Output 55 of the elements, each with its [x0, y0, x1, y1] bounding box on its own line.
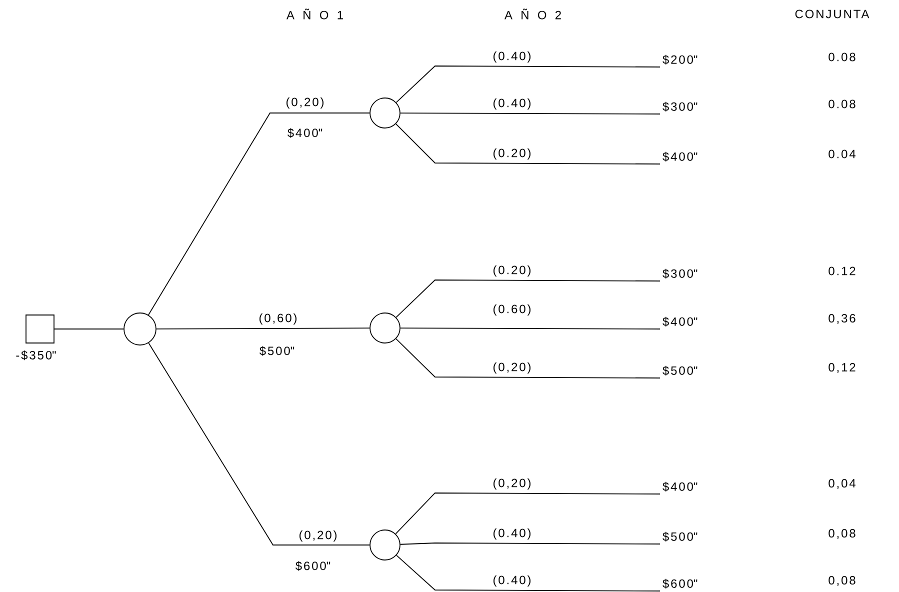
branch-line [400, 328, 660, 330]
chance-circle [370, 530, 400, 560]
joint-probability: 0,08 [828, 529, 856, 539]
probability-label: (0.40) [492, 50, 532, 64]
joint-probability: 0,12 [828, 363, 856, 373]
column-header: A Ñ O 1 [286, 8, 343, 20]
branch-line [396, 338, 660, 378]
column-header: CONJUNTA [795, 10, 870, 18]
probability-label: (0.40) [492, 574, 532, 588]
column-header: A Ñ O 2 [504, 8, 561, 20]
payoff-text: $300" [662, 268, 698, 279]
value-label: $400" [288, 128, 322, 138]
probability-label: (0.40) [492, 97, 532, 111]
branch-line [395, 123, 660, 164]
branch-line [54, 328, 124, 330]
joint-probability: 0,04 [828, 479, 856, 489]
branch-line [396, 280, 660, 318]
branch-line [396, 554, 660, 592]
chance-circle [370, 312, 400, 344]
branch-line [156, 328, 370, 330]
chance-circle [124, 312, 156, 346]
payoff-text: $200" [662, 54, 698, 65]
probability-label: (0.40) [492, 527, 532, 541]
branch-line [400, 112, 660, 114]
branch-line [148, 342, 370, 546]
payoff-text: $300" [662, 102, 698, 112]
value-label: $600" [296, 561, 330, 571]
branch-line [148, 112, 370, 316]
payoff-text: $600" [662, 578, 698, 589]
value-label: -$350" [16, 350, 56, 360]
probability-label: (0,20) [298, 529, 338, 543]
joint-probability: 0.12 [828, 266, 856, 276]
probability-label: (0,60) [258, 312, 298, 326]
joint-probability: 0.08 [828, 52, 856, 62]
payoff-text: $500" [662, 532, 698, 542]
branch-line [396, 66, 660, 103]
probability-label: (0,20) [492, 477, 532, 491]
chance-circle [370, 98, 400, 128]
probability-label: (0.20) [492, 147, 532, 161]
probability-label: (0.20) [492, 264, 532, 278]
payoff-text: $400" [662, 316, 698, 327]
probability-label: (0,20) [492, 361, 532, 375]
decision-box [26, 314, 54, 344]
probability-label: (0,20) [284, 96, 326, 110]
joint-probability: 0,08 [828, 576, 856, 586]
payoff-text: $400" [662, 152, 698, 162]
value-label: $500" [260, 346, 294, 356]
joint-probability: 0.08 [828, 100, 856, 108]
branch-line [400, 542, 660, 545]
probability-label: (0.60) [492, 303, 532, 317]
joint-probability: 0.04 [828, 150, 856, 158]
payoff-text: $400" [662, 482, 698, 492]
payoff-text: $500" [662, 366, 698, 376]
branch-line [395, 492, 660, 534]
joint-probability: 0,36 [828, 314, 856, 324]
